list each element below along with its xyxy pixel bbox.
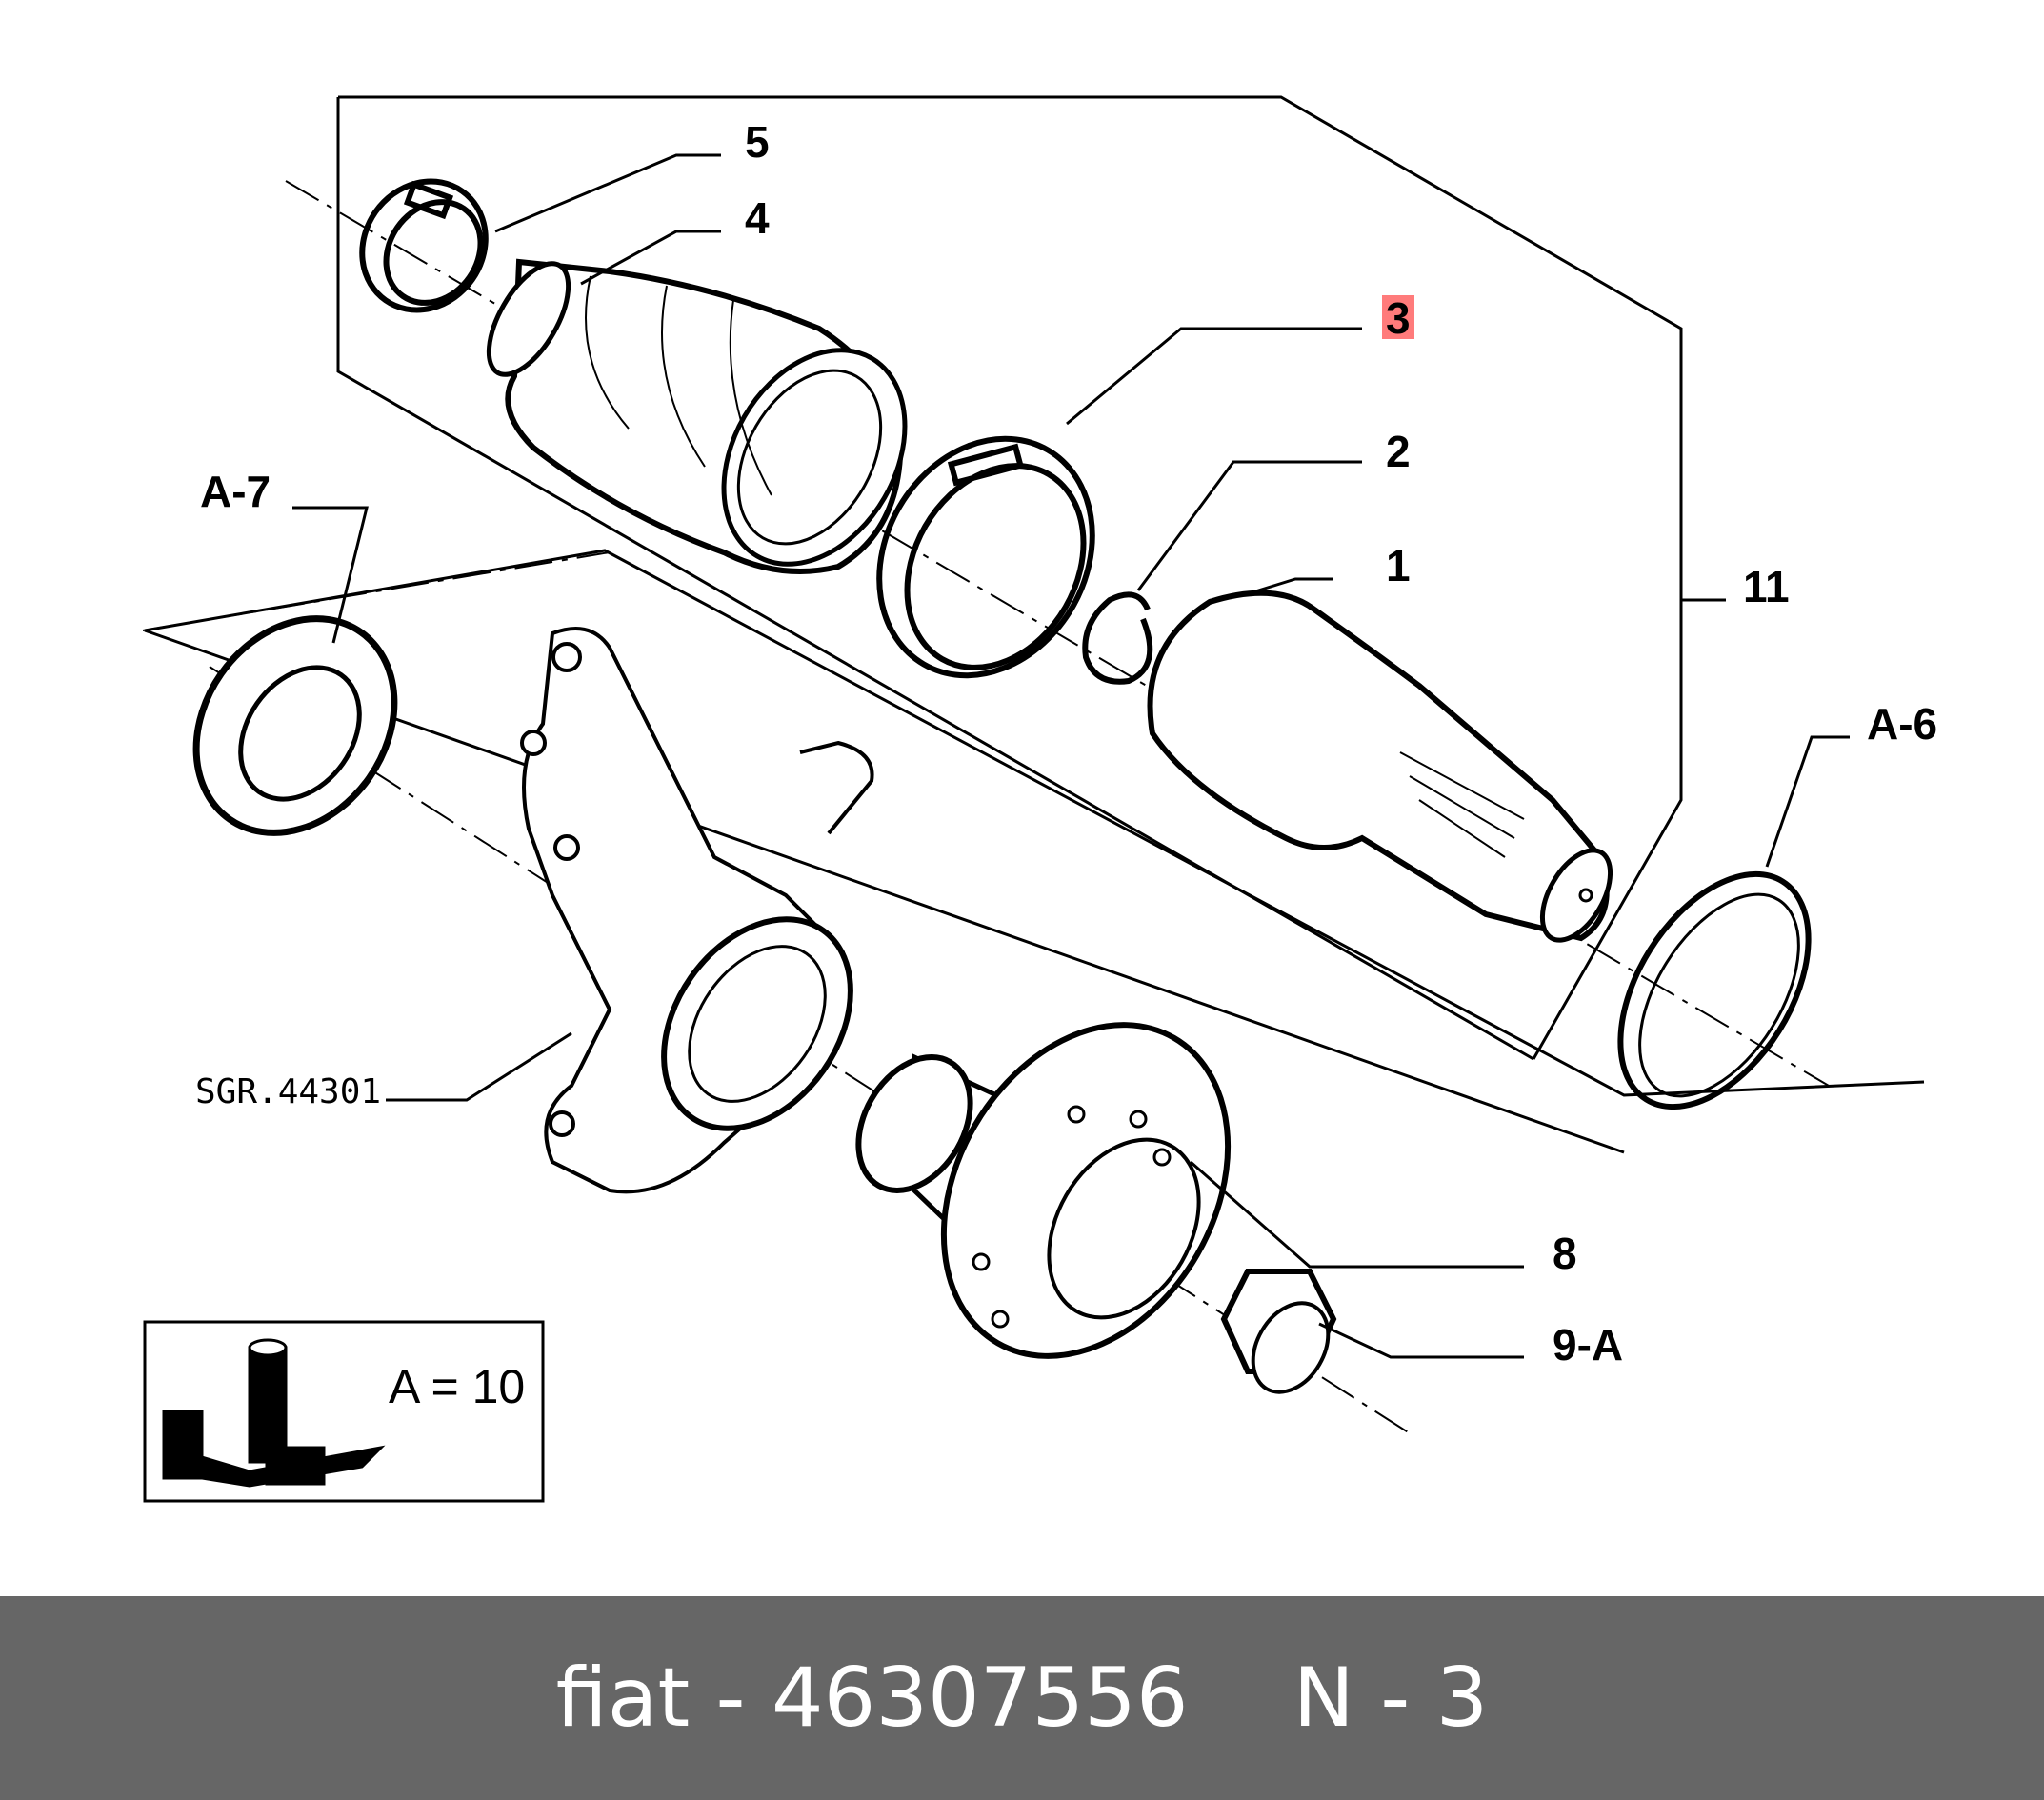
callout-3: 3	[1386, 293, 1411, 343]
footer-bar: fiat - 46307556 N - 3	[0, 1596, 2044, 1800]
leader-lines	[292, 153, 1850, 1359]
clamp-ring-5	[359, 178, 489, 313]
callout-a6: A-6	[1867, 699, 1937, 749]
footer-part-number: fiat - 46307556	[555, 1650, 1189, 1746]
circlip-2	[1082, 591, 1153, 685]
callout-9a: 9-A	[1553, 1320, 1623, 1370]
reference-code: SGR.44301	[195, 1072, 381, 1111]
callout-8: 8	[1553, 1229, 1577, 1278]
footer-position: N - 3	[1293, 1650, 1489, 1746]
grease-can-icon	[162, 1338, 386, 1488]
legend-equation: A = 10	[389, 1360, 525, 1413]
bearing-a7	[192, 615, 398, 836]
callout-a7: A-7	[200, 467, 271, 516]
callout-2: 2	[1386, 427, 1411, 476]
boot-4	[486, 258, 908, 574]
wheel-hub-8	[855, 1022, 1232, 1359]
callout-4: 4	[745, 193, 770, 243]
steering-knuckle	[520, 627, 874, 1194]
exploded-parts-diagram: 5 4 3 2 1 11 A-7 A-6 8 9-A SGR.44301 A =…	[142, 95, 1937, 1503]
cv-joint-1	[1147, 590, 1613, 943]
hub-nut-9a	[1220, 1269, 1337, 1394]
callout-11: 11	[1743, 562, 1790, 611]
legend-box: A = 10	[143, 1320, 545, 1503]
highlight-box	[1382, 295, 1414, 339]
callout-5: 5	[745, 117, 770, 167]
callout-1: 1	[1386, 541, 1411, 590]
clamp-3	[876, 435, 1095, 679]
seal-ring-a6	[1617, 870, 1812, 1110]
